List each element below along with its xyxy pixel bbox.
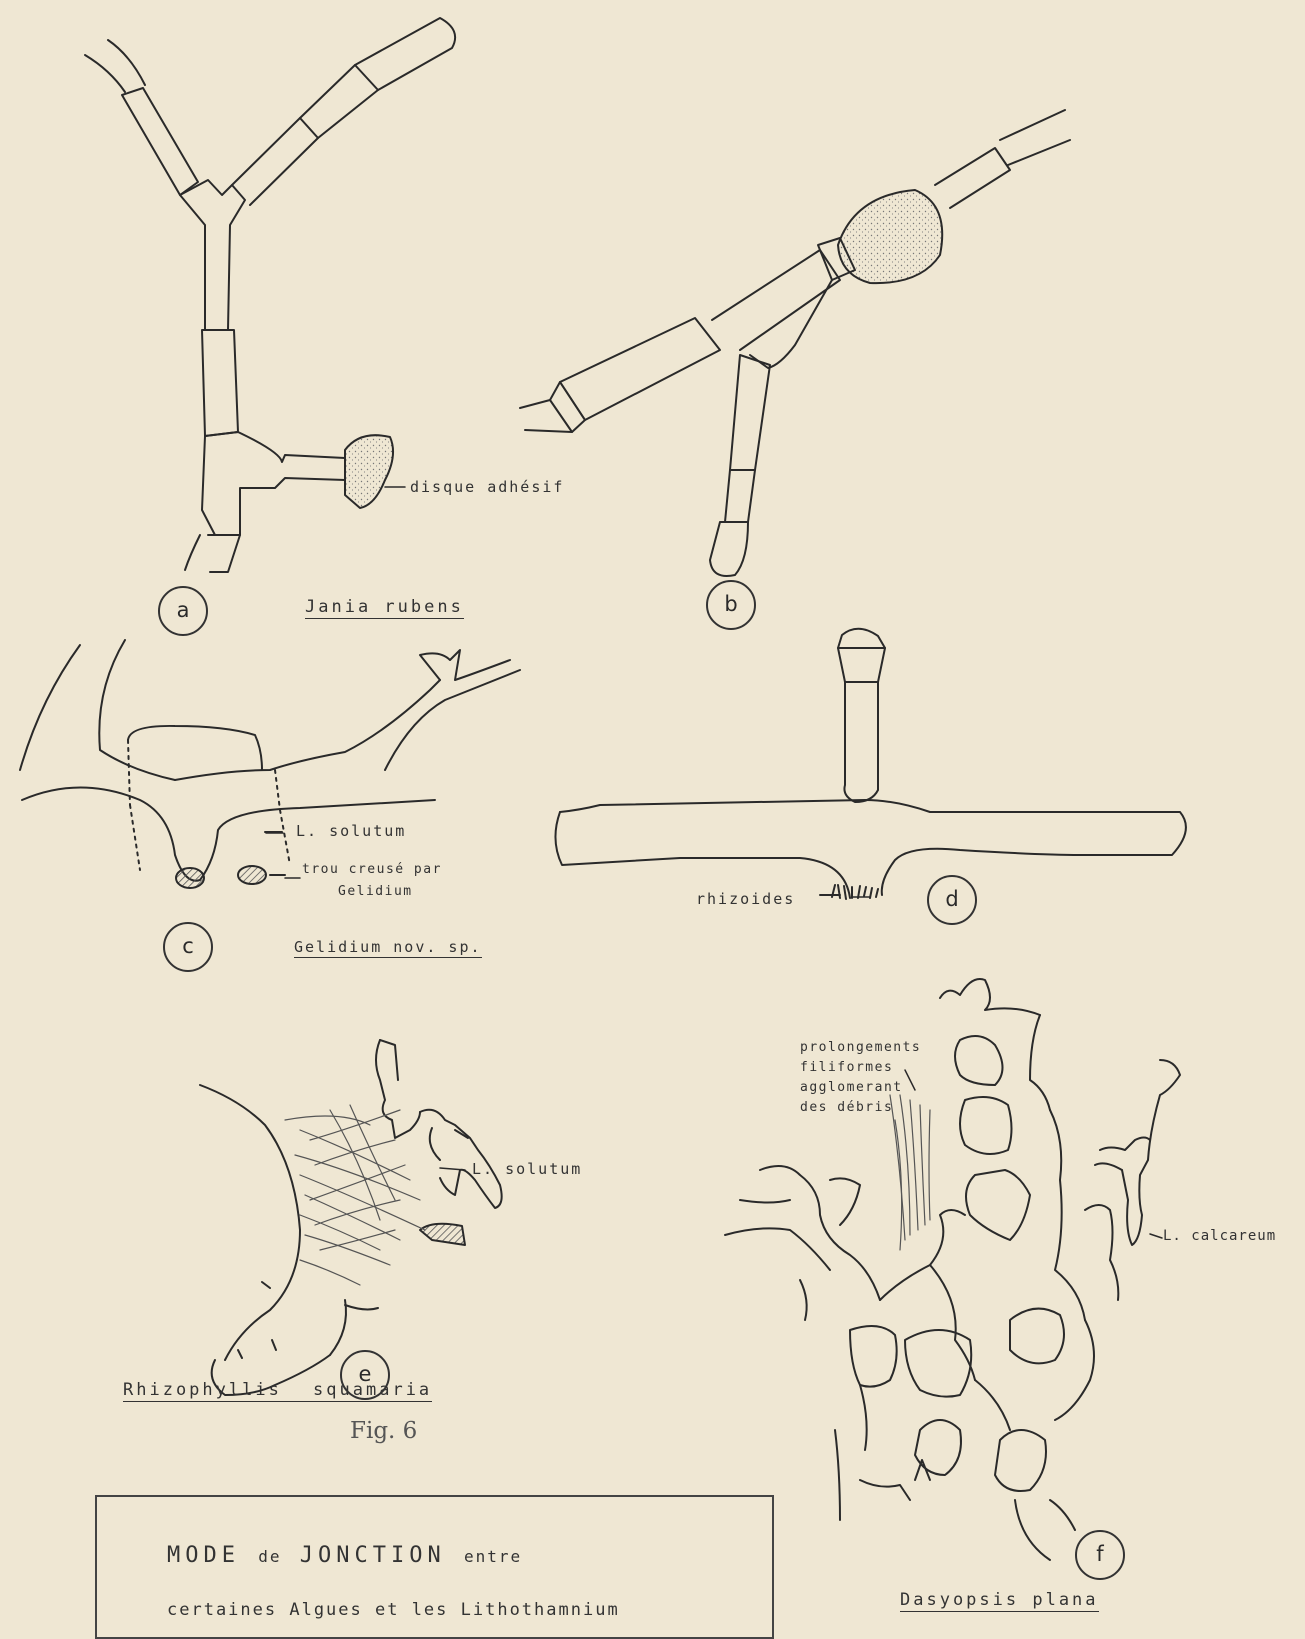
caption-box: MODE de JONCTION entre certaines Algues … [95, 1495, 774, 1639]
label-trou-gelidium: Gelidium [338, 884, 413, 899]
drawing-b-jania [520, 110, 1070, 576]
drawing-e-rhizophyllis [200, 1040, 502, 1395]
species-dasyopsis: Dasyopsis plana [900, 1590, 1099, 1612]
label-prolongements: prolongements [800, 1040, 921, 1055]
label-agglomerant: agglomerant [800, 1080, 903, 1095]
drawing-a-jania [85, 18, 455, 572]
label-des-debris: des débris [800, 1100, 893, 1115]
label-trou-creuse: trou creusé par [302, 862, 442, 877]
label-filiformes: filiformes [800, 1060, 893, 1075]
species-gelidium: Gelidium nov. sp. [294, 938, 482, 958]
label-c-solutum: L. solutum [296, 822, 406, 840]
species-jania-rubens: Jania rubens [305, 597, 464, 619]
panel-c-marker: c [163, 922, 213, 972]
figure-number: Fig. 6 [350, 1418, 417, 1444]
caption-entre: entre [464, 1547, 522, 1566]
drawing-f-dasyopsis [725, 979, 1180, 1560]
label-disque-adhesif: disque adhésif [410, 478, 564, 496]
caption-line-2: certaines Algues et les Lithothamnium [167, 1600, 620, 1620]
caption-de: de [258, 1547, 281, 1566]
panel-f-marker: f [1075, 1530, 1125, 1580]
panel-a-marker: a [158, 586, 208, 636]
panel-b-marker: b [706, 580, 756, 630]
label-calcareum: L. calcareum [1163, 1228, 1276, 1244]
caption-jonction: JONCTION [300, 1543, 446, 1568]
panel-d-marker: d [927, 875, 977, 925]
species-rhizophyllis: Rhizophyllis squamaria [123, 1380, 432, 1402]
drawing-c-gelidium [20, 640, 520, 888]
caption-mode: MODE [167, 1543, 240, 1568]
label-rhizoides: rhizoides [696, 890, 795, 908]
caption-line-1: MODE de JONCTION entre [167, 1543, 522, 1568]
label-e-solutum: L. solutum [472, 1160, 582, 1178]
drawing-d-rhizoids [555, 629, 1185, 899]
